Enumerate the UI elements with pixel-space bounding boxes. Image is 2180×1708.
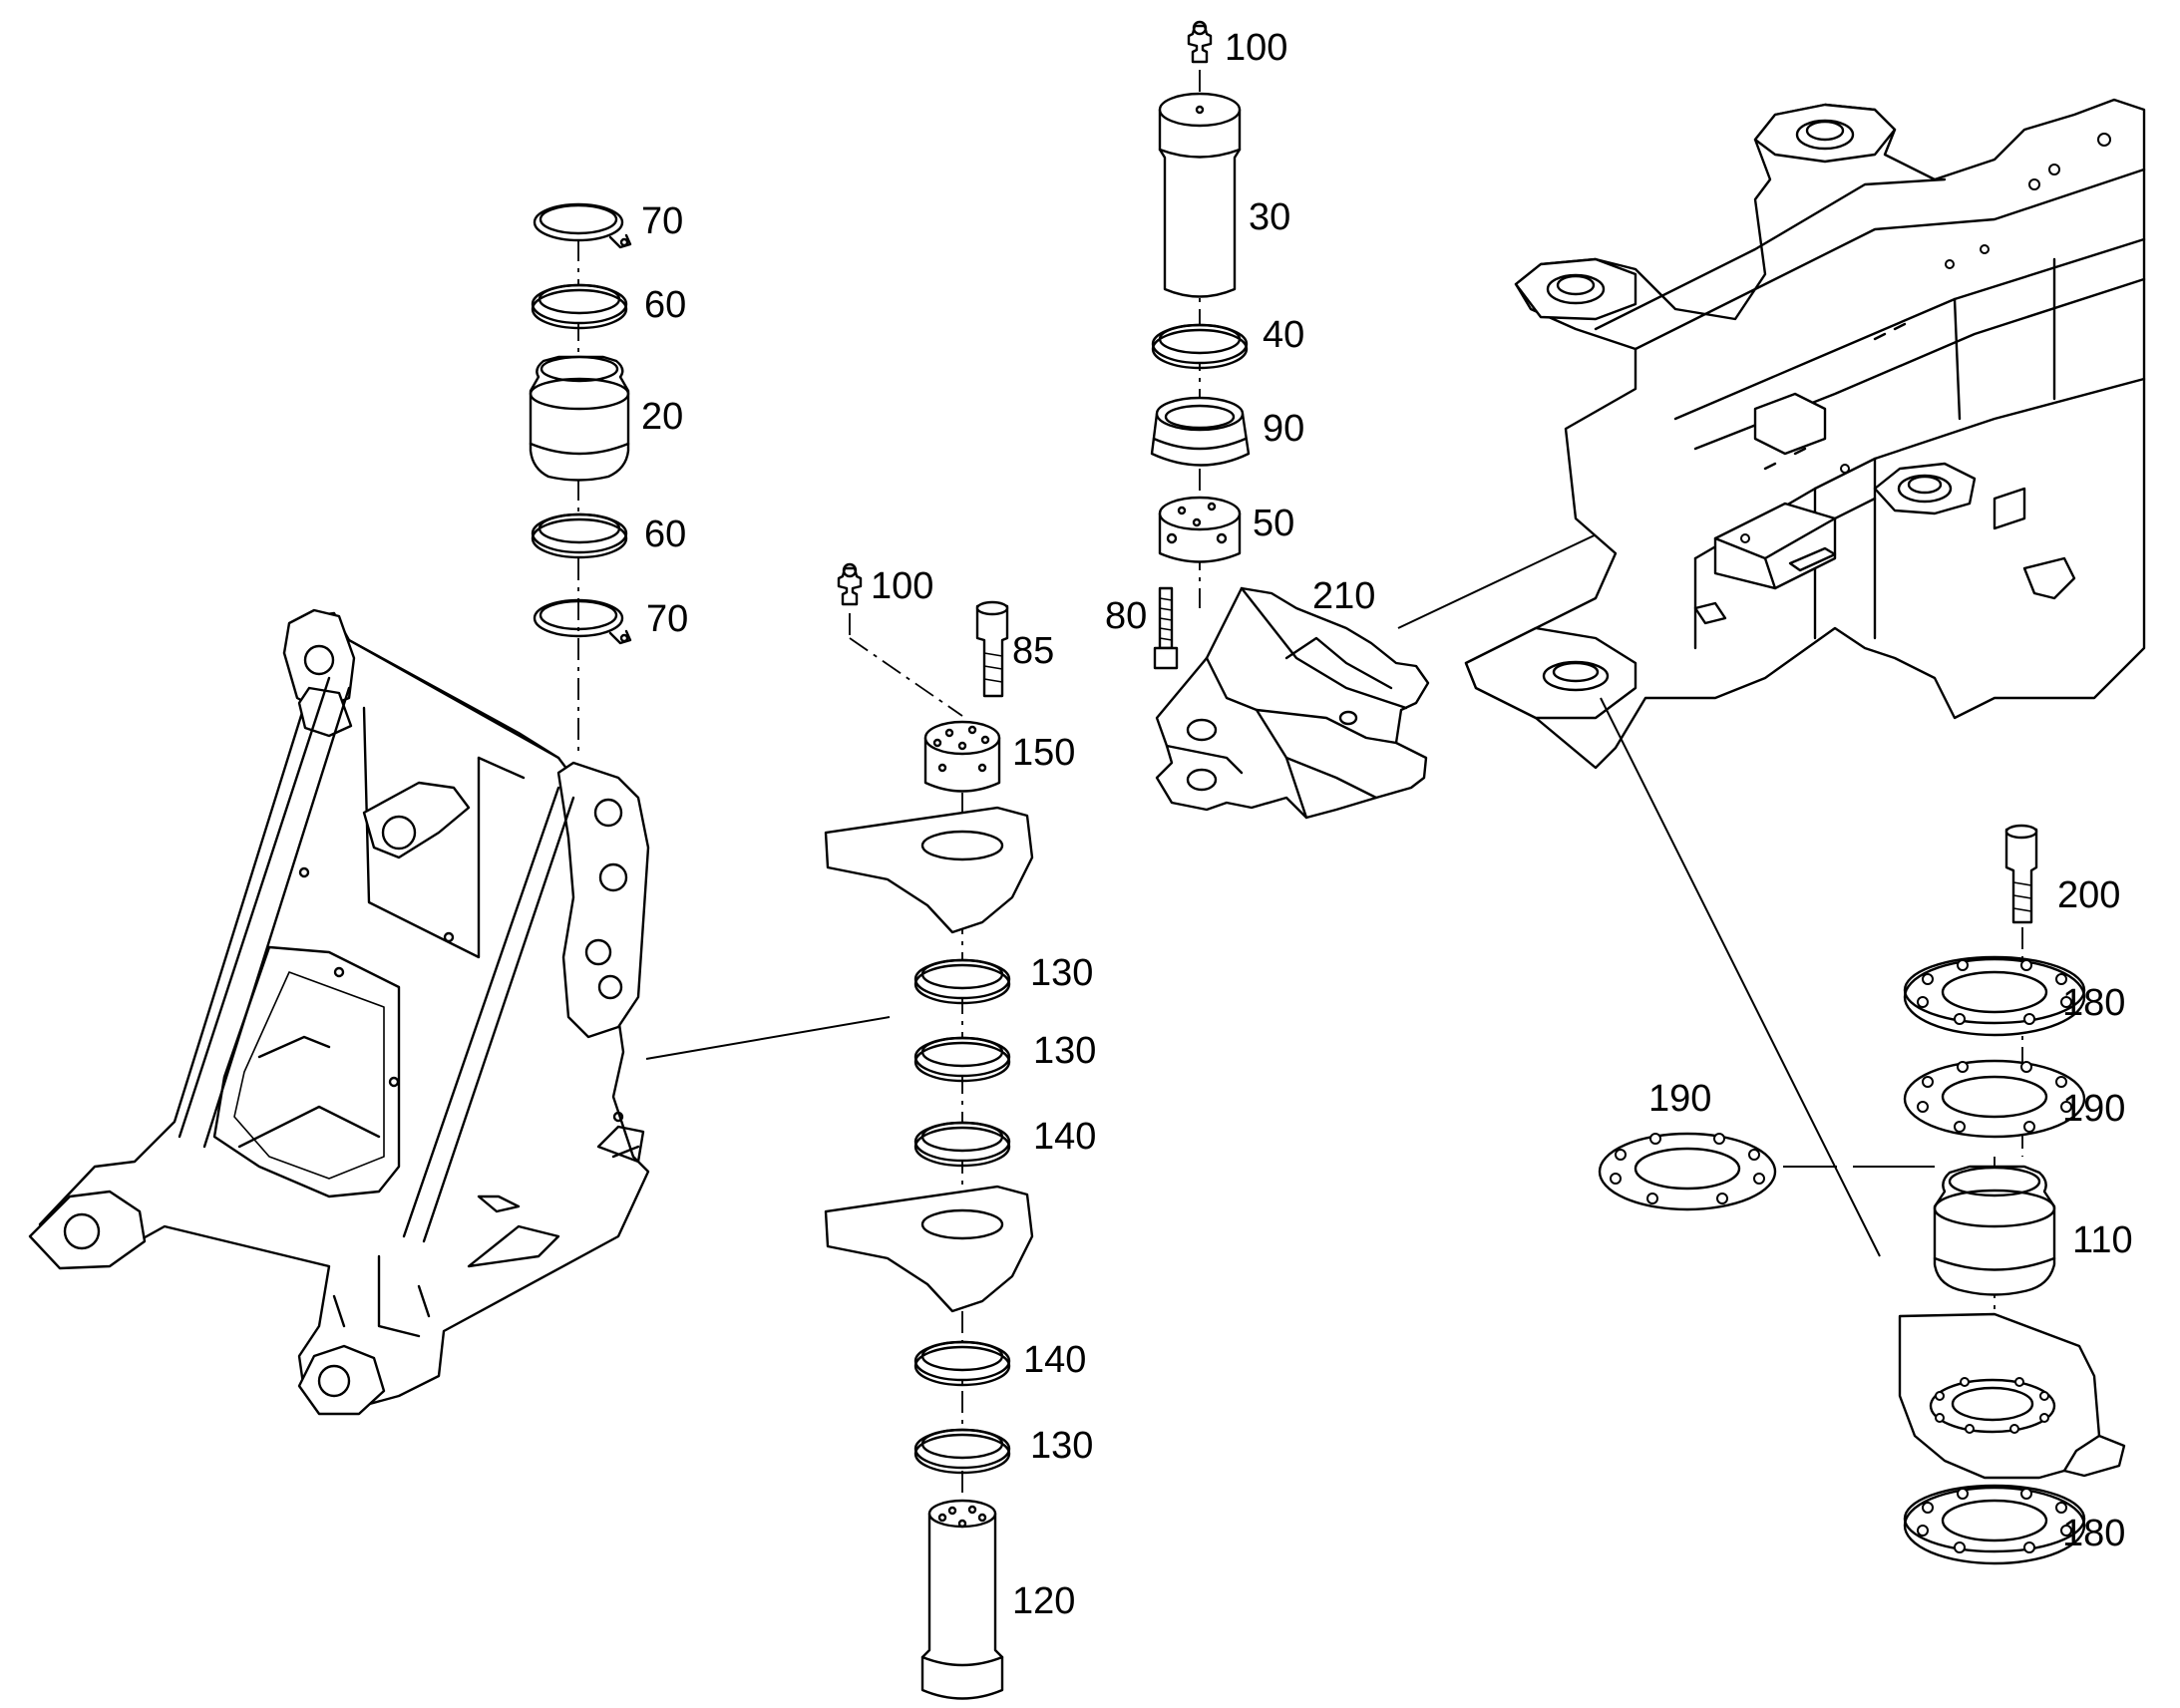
center-lower-pin-stack bbox=[824, 562, 1034, 1700]
callout-20: 20 bbox=[641, 396, 683, 438]
snap-ring-70-top bbox=[533, 202, 632, 249]
shim-190-stack bbox=[1903, 1059, 2086, 1139]
ring-130-b bbox=[913, 1036, 1011, 1083]
callout-50: 50 bbox=[1253, 503, 1294, 544]
callout-110: 110 bbox=[2072, 1219, 2133, 1261]
callout-100-top: 100 bbox=[1225, 27, 1287, 69]
callout-200: 200 bbox=[2057, 874, 2120, 916]
ring-40 bbox=[1151, 323, 1249, 370]
callout-60-bottom: 60 bbox=[644, 513, 686, 555]
callout-130-b: 130 bbox=[1033, 1030, 1096, 1072]
ring-130-c bbox=[913, 1428, 1011, 1475]
pin-30 bbox=[1158, 92, 1242, 298]
shim-190-side bbox=[1598, 1132, 1777, 1211]
callout-40: 40 bbox=[1263, 314, 1304, 356]
grease-nipple-100-lower bbox=[837, 562, 863, 606]
plate-lower bbox=[824, 1185, 1034, 1313]
ring-60-top bbox=[531, 283, 628, 330]
bolt-80 bbox=[1153, 586, 1179, 670]
callout-140-b: 140 bbox=[1023, 1339, 1086, 1381]
callout-180-bottom: 180 bbox=[2062, 1513, 2125, 1554]
bearing-bracket bbox=[1898, 1312, 2126, 1480]
callout-60-top: 60 bbox=[644, 284, 686, 326]
callout-130-c: 130 bbox=[1030, 1425, 1093, 1467]
ring-140-b bbox=[913, 1340, 1011, 1387]
bolt-85 bbox=[975, 600, 1009, 698]
bolt-200 bbox=[2004, 824, 2038, 924]
ring-60-bottom bbox=[531, 512, 628, 559]
callout-190-stack: 190 bbox=[2062, 1088, 2125, 1130]
callout-70-bottom: 70 bbox=[646, 598, 688, 640]
callout-190-side: 190 bbox=[1648, 1078, 1711, 1120]
rear-frame-assembly bbox=[1464, 98, 2146, 770]
grease-nipple-100-top bbox=[1187, 20, 1213, 64]
callout-150: 150 bbox=[1012, 732, 1075, 774]
flange-180-top bbox=[1903, 955, 2086, 1037]
callout-30: 30 bbox=[1249, 196, 1290, 238]
spherical-bearing-20 bbox=[529, 355, 630, 482]
ring-130-a bbox=[913, 958, 1011, 1005]
callout-labels: 100 30 40 90 50 80 210 70 60 20 60 70 10… bbox=[641, 27, 2133, 1622]
bracket-210 bbox=[1155, 586, 1430, 820]
pin-120 bbox=[920, 1499, 1004, 1700]
callout-120: 120 bbox=[1012, 1580, 1075, 1622]
leader-frame-to-stack bbox=[645, 1016, 891, 1060]
callout-80: 80 bbox=[1105, 595, 1147, 637]
leader-rear-frame-to-110 bbox=[1600, 697, 1881, 1257]
callout-180-top: 180 bbox=[2062, 982, 2125, 1024]
hub-150 bbox=[923, 720, 1001, 793]
callout-210: 210 bbox=[1312, 575, 1375, 617]
upper-pin-bearing-stack bbox=[529, 202, 632, 758]
bushing-90 bbox=[1150, 396, 1251, 467]
flange-180-bottom bbox=[1903, 1484, 2086, 1565]
callout-90: 90 bbox=[1263, 408, 1304, 450]
snap-ring-70-bottom bbox=[533, 598, 632, 645]
callout-85: 85 bbox=[1012, 630, 1054, 672]
callout-140-a: 140 bbox=[1033, 1116, 1096, 1158]
plate-upper bbox=[824, 806, 1034, 934]
callout-100-lower: 100 bbox=[871, 565, 933, 607]
callout-130-a: 130 bbox=[1030, 952, 1093, 994]
callout-70-top: 70 bbox=[641, 200, 683, 242]
spherical-bearing-110 bbox=[1933, 1165, 2056, 1296]
ring-140-a bbox=[913, 1121, 1011, 1168]
cap-50 bbox=[1158, 496, 1242, 563]
rear-pin-bearing-stack bbox=[1898, 824, 2126, 1565]
front-frame-assembly bbox=[28, 608, 650, 1416]
center-top-pin-stack bbox=[1150, 20, 1251, 670]
